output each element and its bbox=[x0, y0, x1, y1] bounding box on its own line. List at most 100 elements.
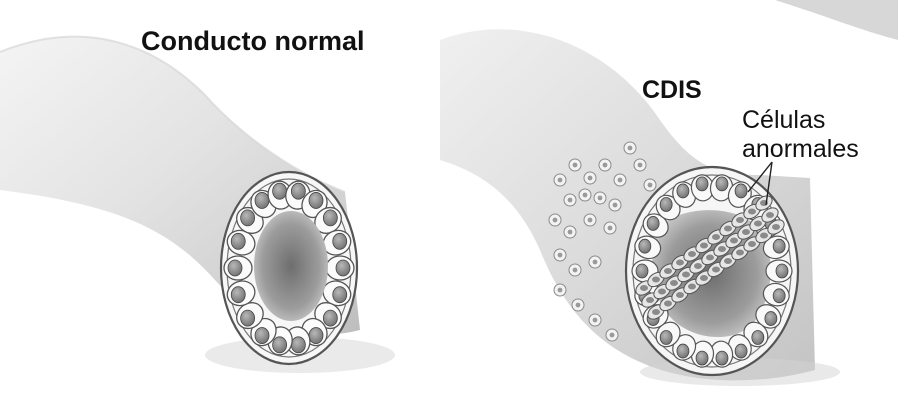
cell-nucleus bbox=[694, 263, 702, 269]
cell-nucleus bbox=[688, 251, 696, 257]
cell-nucleus bbox=[568, 230, 573, 235]
cell-nucleus bbox=[273, 337, 287, 353]
cell-nucleus bbox=[646, 297, 654, 303]
cell-nucleus bbox=[718, 246, 726, 252]
cell-nucleus bbox=[639, 239, 651, 253]
cell-nucleus bbox=[735, 344, 747, 358]
cell-nucleus bbox=[558, 253, 563, 258]
cell-nucleus bbox=[700, 275, 708, 281]
cell-nucleus bbox=[273, 183, 287, 199]
cell-nucleus bbox=[309, 328, 323, 344]
cell-nucleus bbox=[593, 260, 598, 265]
dcis-cross-section bbox=[626, 167, 798, 375]
cell-nucleus bbox=[333, 233, 347, 249]
normal-duct bbox=[0, 37, 395, 373]
dcis-label: CDIS bbox=[642, 77, 702, 105]
cell-nucleus bbox=[660, 331, 672, 345]
cell-nucleus bbox=[772, 224, 780, 230]
cell-nucleus bbox=[676, 260, 684, 266]
cell-nucleus bbox=[724, 258, 732, 264]
cell-nucleus bbox=[730, 238, 738, 244]
cell-nucleus bbox=[291, 183, 305, 199]
cell-nucleus bbox=[773, 239, 785, 253]
cell-nucleus bbox=[712, 234, 720, 240]
cell-nucleus bbox=[603, 163, 608, 168]
cell-nucleus bbox=[766, 212, 774, 218]
cell-nucleus bbox=[228, 260, 242, 276]
cell-nucleus bbox=[760, 233, 768, 239]
cell-nucleus bbox=[670, 280, 678, 286]
cell-nucleus bbox=[255, 328, 269, 344]
cell-nucleus bbox=[588, 218, 593, 223]
cell-nucleus bbox=[323, 310, 337, 326]
cell-nucleus bbox=[576, 303, 581, 308]
cell-nucleus bbox=[773, 289, 785, 303]
cell-nucleus bbox=[706, 255, 714, 261]
cell-nucleus bbox=[752, 331, 764, 345]
cell-nucleus bbox=[688, 284, 696, 290]
cell-nucleus bbox=[336, 260, 350, 276]
cell-nucleus bbox=[309, 192, 323, 208]
cell-nucleus bbox=[618, 178, 623, 183]
cell-nucleus bbox=[241, 210, 255, 226]
cell-nucleus bbox=[724, 226, 732, 232]
cell-nucleus bbox=[748, 209, 756, 215]
cell-nucleus bbox=[231, 233, 245, 249]
cell-nucleus bbox=[652, 309, 660, 315]
cell-nucleus bbox=[677, 344, 689, 358]
cell-nucleus bbox=[558, 178, 563, 183]
cell-nucleus bbox=[664, 301, 672, 307]
cell-nucleus bbox=[583, 193, 588, 198]
cell-nucleus bbox=[638, 163, 643, 168]
cell-nucleus bbox=[652, 277, 660, 283]
cell-nucleus bbox=[765, 312, 777, 326]
cell-nucleus bbox=[333, 287, 347, 303]
cell-nucleus bbox=[628, 146, 633, 151]
cell-nucleus bbox=[608, 226, 613, 231]
cell-nucleus bbox=[648, 183, 653, 188]
cell-nucleus bbox=[588, 176, 593, 181]
cell-nucleus bbox=[553, 218, 558, 223]
cell-nucleus bbox=[636, 264, 648, 278]
cell-nucleus bbox=[736, 250, 744, 256]
cell-nucleus bbox=[255, 192, 269, 208]
cell-nucleus bbox=[682, 272, 690, 278]
dcis-duct bbox=[440, 0, 898, 386]
cell-nucleus bbox=[716, 177, 728, 191]
cell-nucleus bbox=[742, 229, 750, 235]
cell-nucleus bbox=[660, 197, 672, 211]
abnormal-cells-label: Células bbox=[742, 107, 825, 135]
cell-nucleus bbox=[696, 177, 708, 191]
cell-nucleus bbox=[676, 292, 684, 298]
cell-nucleus bbox=[568, 198, 573, 203]
cell-nucleus bbox=[241, 310, 255, 326]
cell-nucleus bbox=[640, 285, 648, 291]
cell-nucleus bbox=[593, 318, 598, 323]
cell-nucleus bbox=[610, 333, 615, 338]
cell-nucleus bbox=[664, 268, 672, 274]
cell-nucleus bbox=[736, 217, 744, 223]
cell-nucleus bbox=[696, 351, 708, 365]
normal-duct-label: Conducto normal bbox=[141, 27, 365, 57]
cell-nucleus bbox=[291, 337, 305, 353]
cell-nucleus bbox=[598, 196, 603, 201]
cell-nucleus bbox=[748, 241, 756, 247]
cell-nucleus bbox=[700, 243, 708, 249]
cell-nucleus bbox=[658, 289, 666, 295]
cell-nucleus bbox=[558, 288, 563, 293]
normal-lumen bbox=[254, 211, 328, 321]
cell-nucleus bbox=[323, 210, 337, 226]
cell-nucleus bbox=[776, 264, 788, 278]
cell-nucleus bbox=[647, 216, 659, 230]
cell-nucleus bbox=[735, 184, 747, 198]
abnormal-cells-label: anormales bbox=[742, 136, 859, 164]
cell-nucleus bbox=[716, 351, 728, 365]
cell-nucleus bbox=[754, 221, 762, 227]
cell-nucleus bbox=[677, 184, 689, 198]
cell-nucleus bbox=[613, 203, 618, 208]
cell-nucleus bbox=[712, 267, 720, 273]
cell-nucleus bbox=[573, 163, 578, 168]
cell-nucleus bbox=[573, 268, 578, 273]
